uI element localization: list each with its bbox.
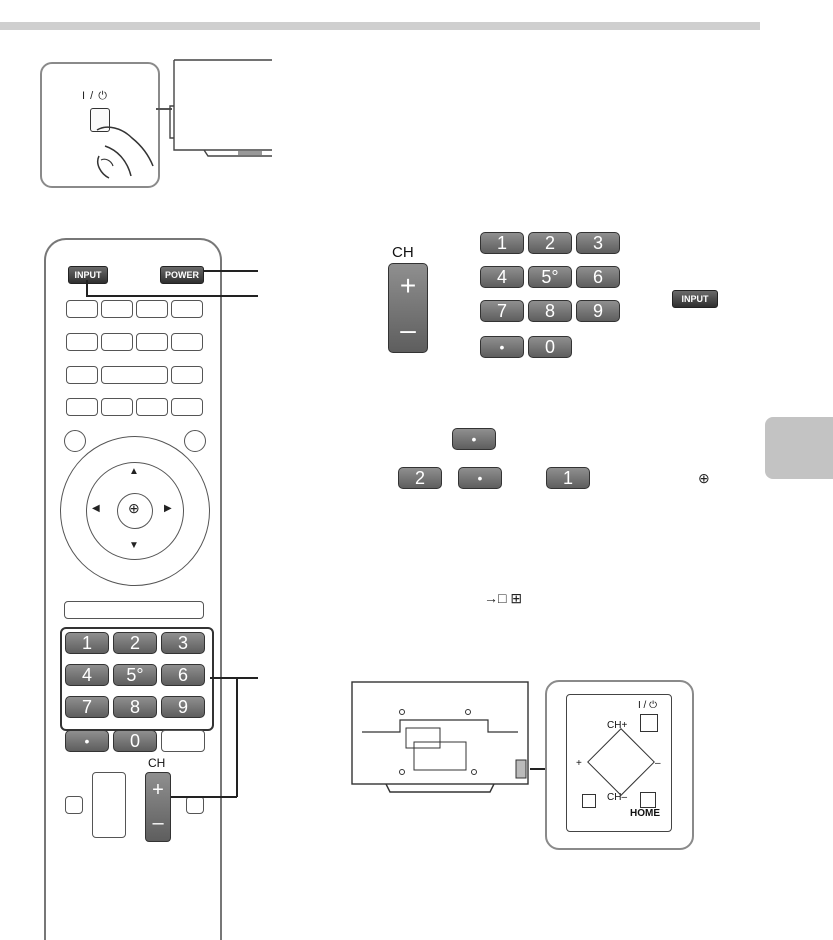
navigation-ring[interactable] [60,436,210,586]
example-num-key[interactable]: 4 [480,266,524,288]
panel-connector [530,768,546,770]
example-num-key[interactable]: 0 [528,336,572,358]
num-key[interactable]: 3 [161,632,205,654]
remote-control [44,238,222,940]
right-arrow-icon: ▶ [164,503,172,514]
num-key[interactable]: 1 [65,632,109,654]
enter-button[interactable] [117,493,153,529]
sequence-key[interactable]: 2 [398,467,442,489]
num-key[interactable]: 6 [161,664,205,686]
panel-ch-plus: CH+ [607,720,628,731]
tv-rear-illustration [351,681,529,793]
input-icons: →□ ⊞ [484,590,523,606]
callout-line [204,270,258,272]
chapter-tab [765,417,833,479]
example-num-key[interactable]: 9 [576,300,620,322]
remote-button[interactable] [66,300,98,318]
panel-home-button[interactable] [640,792,656,808]
remote-button[interactable] [171,398,203,416]
remote-button[interactable] [186,796,204,814]
ch-minus: – [152,812,164,834]
remote-button[interactable] [66,398,98,416]
example-num-key[interactable]: 7 [480,300,524,322]
sequence-key[interactable]: • [458,467,502,489]
remote-button[interactable] [101,333,133,351]
remote-button[interactable] [171,366,203,384]
remote-button[interactable] [171,333,203,351]
sequence-key[interactable]: 1 [546,467,590,489]
channel-rocker[interactable]: + – [145,772,171,842]
up-arrow-icon: ▲ [129,466,139,477]
remote-button[interactable] [161,730,205,752]
power-button-inset: I / ⏻ [40,62,160,188]
remote-button[interactable] [66,366,98,384]
panel-home-label: HOME [630,808,660,819]
panel-ch-minus: CH– [607,792,628,803]
enter-icon: ⊕ [698,470,710,486]
hand-icon [96,126,154,179]
remote-wide-button[interactable] [64,601,204,619]
example-num-key[interactable]: 8 [528,300,572,322]
remote-button[interactable] [101,366,168,384]
example-dot-button[interactable]: • [452,428,496,450]
panel-vol-plus: + [576,758,582,769]
callout-line [236,677,238,797]
example-num-key[interactable]: 3 [576,232,620,254]
panel-power-label: I / ⏻ [638,700,658,711]
remote-button[interactable] [171,300,203,318]
remote-ch-label: CH [148,756,166,770]
input-button[interactable]: INPUT [68,266,108,284]
remote-button[interactable] [136,300,168,318]
remote-button[interactable] [136,398,168,416]
remote-button[interactable] [65,796,83,814]
example-input-button[interactable]: INPUT [672,290,718,308]
example-num-key[interactable]: 1 [480,232,524,254]
remote-round-button[interactable] [64,430,86,452]
remote-button[interactable] [66,333,98,351]
callout-line [171,796,237,798]
left-arrow-icon: ◀ [92,503,100,514]
remote-button[interactable] [101,300,133,318]
callout-line [210,677,258,679]
enter-icon: ⊕ [128,500,140,516]
callout-line [86,280,88,296]
num-key[interactable]: 7 [65,696,109,718]
tv-corner-illustration [169,59,272,157]
down-arrow-icon: ▼ [129,540,139,551]
remote-button[interactable] [92,772,126,838]
example-num-key[interactable]: 6 [576,266,620,288]
panel-vol-minus: – [655,758,661,769]
example-dot-key[interactable]: • [480,336,524,358]
tv-power-button[interactable] [90,108,110,132]
remote-button[interactable] [136,333,168,351]
num-key[interactable]: 4 [65,664,109,686]
example-ch-label: CH [392,244,414,261]
example-num-key[interactable]: 2 [528,232,572,254]
example-ch-minus: – [400,314,416,345]
power-symbol: I / ⏻ [82,90,108,102]
panel-input-button[interactable] [582,794,596,808]
remote-button[interactable] [101,398,133,416]
tv-control-panel [566,694,672,832]
callout-line [86,295,258,297]
power-button[interactable]: POWER [160,266,204,284]
num-key[interactable]: 9 [161,696,205,718]
dpad[interactable] [86,462,184,560]
remote-round-button[interactable] [184,430,206,452]
num-key[interactable]: 2 [113,632,157,654]
dot-key[interactable]: • [65,730,109,752]
example-channel-rocker[interactable]: + – [388,263,428,353]
example-ch-plus: + [399,270,417,301]
ch-plus: + [152,779,164,801]
num-key[interactable]: 5° [113,664,157,686]
panel-power-button[interactable] [640,714,658,732]
header-bar [0,22,760,30]
inset-connector [156,108,172,110]
num-key[interactable]: 8 [113,696,157,718]
example-num-key[interactable]: 5° [528,266,572,288]
num-key[interactable]: 0 [113,730,157,752]
